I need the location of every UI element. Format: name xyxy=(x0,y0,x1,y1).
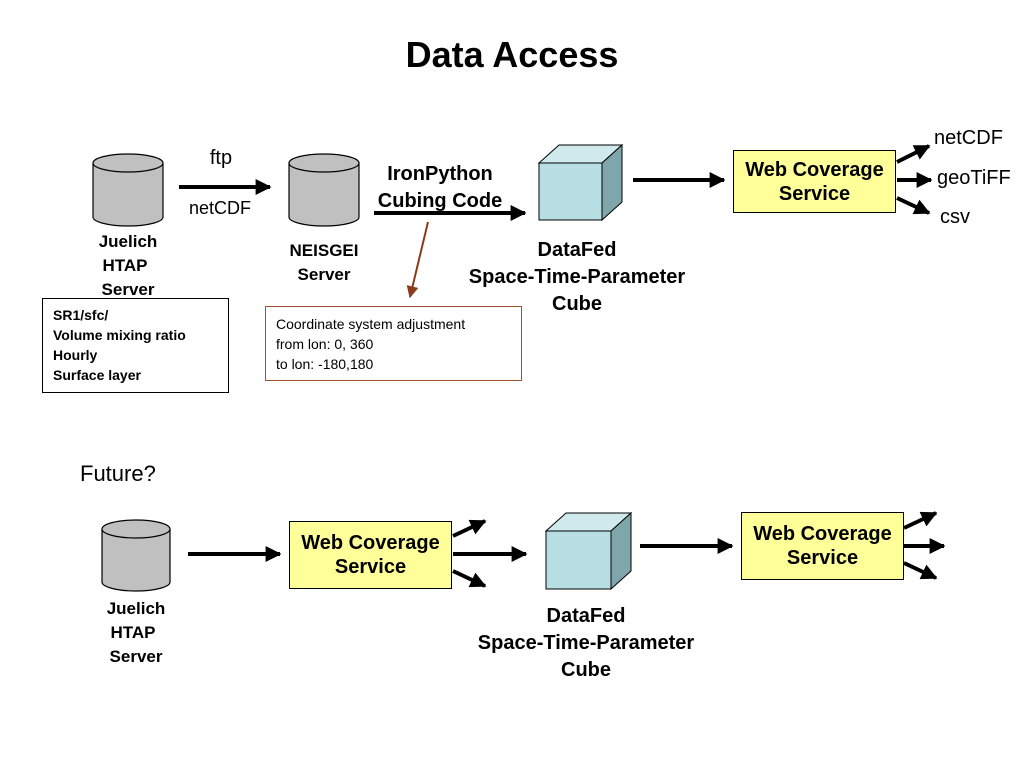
wcs-label-line: Web Coverage xyxy=(753,523,892,545)
juelich-label-line: Juelich xyxy=(98,232,158,251)
datafed-cube-bottom xyxy=(544,511,633,591)
web-coverage-service-box-future-1: Web Coverage Service xyxy=(289,521,452,589)
neisgei-label-line: NEISGEI xyxy=(289,241,359,260)
future-wcs1-arrow-up xyxy=(452,519,487,538)
neisgei-server-cylinder xyxy=(288,153,360,227)
juelich-server-label-bottom: Juelich HTAP Server xyxy=(96,597,176,669)
datafed-cube-label-top: DataFed Space-Time-Parameter Cube xyxy=(447,237,707,318)
juelich-server-cylinder-top xyxy=(92,153,164,227)
web-coverage-service-box-future-2: Web Coverage Service xyxy=(741,512,904,580)
netcdf-transfer-label: netCDF xyxy=(188,198,252,218)
juelich-server-cylinder-bottom xyxy=(101,519,171,592)
output-arrow-csv xyxy=(896,196,931,215)
cube-label-line: Space-Time-Parameter xyxy=(477,632,695,654)
cube-label-line: Space-Time-Parameter xyxy=(468,266,686,288)
web-coverage-service-box-top: Web Coverage Service xyxy=(733,150,896,213)
future-wcs2-arrow-down xyxy=(903,561,938,580)
cubing-label-line: Cubing Code xyxy=(377,190,503,212)
future-label: Future? xyxy=(80,461,156,486)
wcs-label-line: Web Coverage xyxy=(745,158,884,181)
juelich-label-line: Server xyxy=(101,280,155,299)
info-line: Volume mixing ratio xyxy=(53,327,186,343)
info-line: Hourly xyxy=(53,347,98,363)
cube-label-line: DataFed xyxy=(537,239,617,261)
cube-label-line: DataFed xyxy=(546,605,626,627)
cubing-code-label: IronPython Cubing Code xyxy=(360,161,520,215)
note-line: Coordinate system adjustment xyxy=(276,316,466,332)
cube-label-line: Cube xyxy=(561,659,611,681)
output-netcdf-label: netCDF xyxy=(934,127,1003,149)
juelich-server-label-top: Juelich HTAP Server xyxy=(88,230,168,302)
output-geotiff-label: geoTiFF xyxy=(937,167,1011,189)
datafed-cube-top xyxy=(537,143,624,222)
wcs-label-line: Web Coverage xyxy=(301,532,440,554)
wcs-label-line: Service xyxy=(778,182,851,205)
juelich-label-line: HTAP xyxy=(110,623,156,642)
wcs-label-line: Service xyxy=(786,547,859,569)
output-arrow-netcdf xyxy=(896,144,931,164)
info-line: Surface layer xyxy=(53,367,141,383)
juelich-label-line: Server xyxy=(109,647,163,666)
ftp-label: ftp xyxy=(209,147,233,169)
dataset-info-box: SR1/sfc/ Volume mixing ratio Hourly Surf… xyxy=(42,298,229,393)
coordinate-adjustment-note: Coordinate system adjustment from lon: 0… xyxy=(265,306,522,381)
info-line: SR1/sfc/ xyxy=(53,307,109,323)
note-line: to lon: -180,180 xyxy=(276,356,374,372)
neisgei-label-line: Server xyxy=(297,265,351,284)
juelich-label-line: HTAP xyxy=(102,256,148,275)
note-line: from lon: 0, 360 xyxy=(276,336,374,352)
cubing-label-line: IronPython xyxy=(387,163,493,185)
output-csv-label: csv xyxy=(940,206,970,228)
page-title: Data Access xyxy=(405,34,619,75)
juelich-label-line: Juelich xyxy=(106,599,166,618)
wcs-label-line: Service xyxy=(334,556,407,578)
future-wcs2-arrow-up xyxy=(903,511,938,530)
datafed-cube-label-bottom: DataFed Space-Time-Parameter Cube xyxy=(456,603,716,684)
future-wcs1-arrow-down xyxy=(452,569,487,588)
note-pointer-arrow xyxy=(406,221,429,299)
cube-label-line: Cube xyxy=(552,293,602,315)
neisgei-server-label: NEISGEI Server xyxy=(284,239,364,287)
